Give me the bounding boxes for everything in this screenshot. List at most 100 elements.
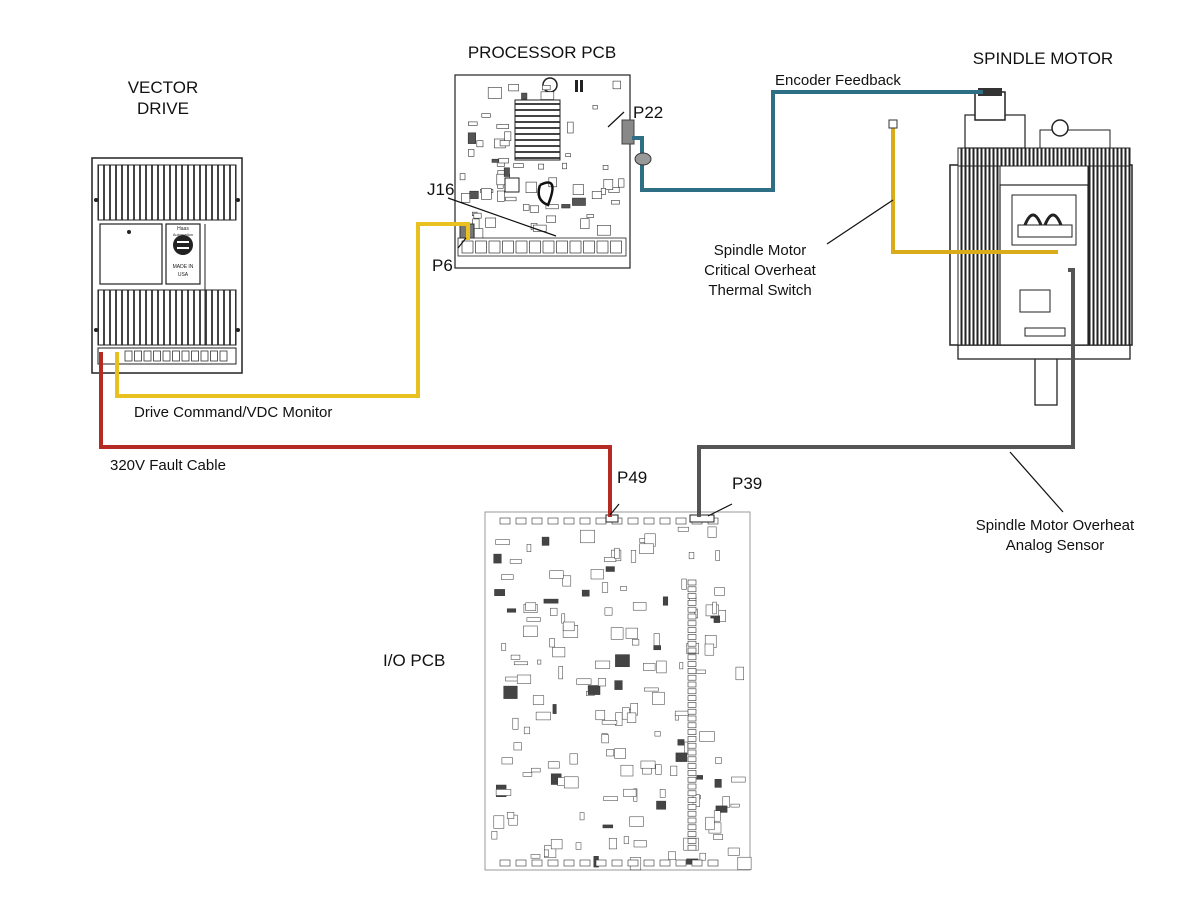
pcb-component [608,187,620,193]
pcb-terminal [687,674,697,681]
pcb-header [531,517,543,525]
pcb-terminal [687,647,697,654]
analog-sensor-callout-line1: Spindle Motor Overheat [975,517,1135,534]
pcb-terminal [687,688,697,695]
pcb-component [575,842,582,850]
pcb-terminal [687,620,697,627]
pcb-component [508,84,519,92]
pcb-terminal [687,763,697,769]
pcb-component [509,559,522,564]
p49-label: P49 [617,468,648,487]
pcb-component [468,149,475,157]
terminal [200,350,209,362]
pcb-header [515,517,527,525]
thermal-switch-callout-line3: Thermal Switch [708,282,812,299]
pcb-component [501,574,514,580]
pcb-component [610,627,624,640]
pcb-component [541,85,551,91]
pcb-component [596,225,611,236]
pcb-header [610,240,622,254]
pcb-header [675,517,687,525]
pcb-component [496,190,505,202]
pcb-component [630,550,637,563]
pcb-component [642,767,652,775]
pcb-header [707,859,719,867]
pcb-component [549,638,555,648]
pcb-component [476,140,484,148]
pcb-header [596,240,609,254]
made-in-line1: MADE IN [173,264,194,270]
pcb-terminal [687,817,697,824]
pcb-terminal [687,654,697,661]
pcb-header [611,859,623,867]
pcb-header [659,859,671,867]
pcb-component [505,196,517,202]
pcb-component [595,710,606,721]
pcb-terminal [687,844,697,851]
pcb-terminal [687,661,697,667]
pcb-component [713,810,721,822]
pcb-component [601,734,609,744]
pcb-header [675,859,687,867]
pcb-component [467,121,478,126]
pcb-component [623,836,629,844]
pcb-component [597,678,606,687]
pcb-component [485,217,496,228]
pcb-component [659,789,666,798]
vector-drive: Haas Automation MADE IN USA [91,157,243,374]
pcb-component [564,776,579,789]
fault-320v-cable [99,352,612,517]
pcb-component [473,212,482,219]
pcb-component [498,158,509,164]
pcb-component [615,654,630,667]
badge-line2: Automation [173,232,193,237]
cable-splice [888,119,898,129]
pcb-header [531,859,543,867]
pcb-component [606,749,615,757]
pcb-component [601,720,618,725]
pcb-component [615,712,623,726]
pcb-component [487,87,502,99]
pcb-component [481,188,492,200]
p22-label: P22 [633,103,664,122]
pcb-component [537,659,542,665]
pcb-component [576,678,592,685]
pcb-component [640,760,656,769]
pcb-component [496,124,509,129]
pcb-component [525,602,537,611]
pcb-component [705,604,719,617]
pcb-component [696,775,703,780]
terminal [219,350,228,362]
pcb-header [547,859,559,867]
pcb-component [503,167,510,177]
pcb-component [604,557,617,562]
pcb-component [513,661,528,666]
pcb-component [545,204,559,210]
pcb-component [601,582,609,593]
pcb-component [662,596,669,606]
pcb-header [556,240,568,254]
pcb-component [562,575,572,587]
pcb-component [712,601,717,615]
pcb-terminal [687,606,697,613]
pcb-component [625,627,638,639]
pcb-component [592,105,598,110]
pcb-component [525,181,537,194]
pcb-component [550,607,558,616]
pcb-component [603,796,618,801]
terminal [191,350,199,362]
pcb-component [586,214,594,218]
pcb-component [523,625,538,637]
pcb-header [569,240,582,254]
pcb-component [605,566,615,572]
pcb-component [580,218,590,229]
pcb-component [567,121,574,134]
vector-drive-title: VECTOR DRIVE [118,77,208,119]
pcb-header [515,859,527,867]
thermal-switch-callout-line1: Spindle Motor [713,242,807,259]
pcb-component [611,200,620,205]
pcb-component [546,215,557,223]
pcb-component [469,190,479,199]
pcb-terminal [687,640,697,647]
pcb-terminal [687,783,697,790]
